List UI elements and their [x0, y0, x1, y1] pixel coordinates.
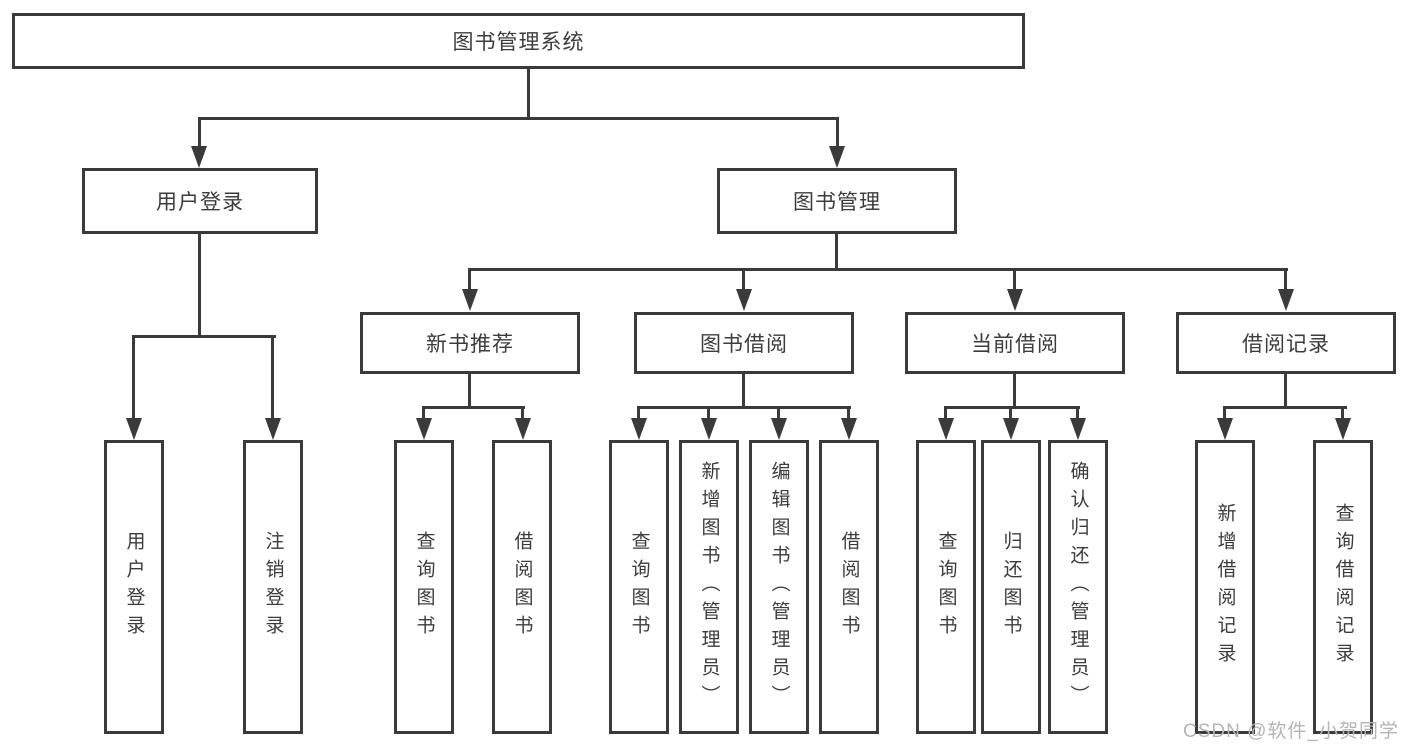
node-label: 图书管理 [793, 191, 881, 214]
connector-line [468, 268, 471, 292]
connector-line [468, 268, 1288, 271]
node-label: 图书借阅 [700, 333, 788, 356]
connector-line [707, 406, 710, 420]
arrowhead-down-icon [1003, 418, 1019, 440]
connector-line [637, 406, 851, 409]
node-root: 图书管理系统 [12, 13, 1025, 69]
connector-line [132, 335, 135, 420]
connector-line [777, 406, 780, 420]
leaf-query-books-recommend: 查询图书 [394, 440, 454, 734]
connector-line [835, 234, 838, 271]
arrowhead-down-icon [265, 418, 281, 440]
connector-line [944, 406, 947, 420]
node-label: 图书管理系统 [452, 31, 585, 54]
arrowhead-down-icon [938, 418, 954, 440]
node-label: 用户登录 [123, 531, 145, 643]
leaf-logout: 注销登录 [243, 440, 303, 734]
connector-line [1013, 374, 1016, 409]
leaf-query-books-borrow: 查询图书 [609, 440, 669, 734]
node-label: 用户登录 [156, 191, 244, 214]
connector-line [847, 406, 850, 420]
leaf-query-books-current: 查询图书 [916, 440, 976, 734]
connector-line [1076, 406, 1079, 420]
connector-line [742, 374, 745, 409]
leaf-add-borrow-record: 新增借阅记录 [1195, 440, 1255, 734]
connector-line [836, 117, 839, 148]
connector-line [468, 374, 471, 409]
connector-line [1284, 374, 1287, 409]
node-label: 注销登录 [262, 531, 284, 643]
connector-line [198, 234, 201, 338]
node-label: 编辑图书（管理员） [768, 461, 790, 713]
leaf-user-login: 用户登录 [104, 440, 164, 734]
connector-line [1013, 268, 1016, 292]
arrowhead-down-icon [1217, 418, 1233, 440]
node-label: 查询图书 [413, 531, 435, 643]
connector-line [1223, 406, 1226, 420]
node-label: 借阅记录 [1242, 333, 1330, 356]
csdn-watermark: CSDN @软件_小贺同学 [1183, 721, 1399, 742]
connector-line [1341, 406, 1344, 420]
arrowhead-down-icon [771, 418, 787, 440]
arrowhead-down-icon [126, 418, 142, 440]
node-label: 查询图书 [935, 531, 957, 643]
node-label: 查询图书 [628, 531, 650, 643]
leaf-borrow-books: 借阅图书 [819, 440, 879, 734]
node-new-book-recommend: 新书推荐 [360, 312, 580, 374]
connector-line [742, 268, 745, 292]
leaf-edit-book-admin: 编辑图书（管理员） [749, 440, 809, 734]
node-borrow-records: 借阅记录 [1176, 312, 1396, 374]
arrowhead-down-icon [462, 289, 478, 311]
arrowhead-down-icon [416, 418, 432, 440]
connector-line [1223, 406, 1347, 409]
node-label: 新增图书（管理员） [698, 461, 720, 713]
node-label: 借阅图书 [838, 531, 860, 643]
connector-line [944, 406, 1080, 409]
arrowhead-down-icon [736, 289, 752, 311]
leaf-add-book-admin: 新增图书（管理员） [679, 440, 739, 734]
connector-line [1009, 406, 1012, 420]
node-book-borrow: 图书借阅 [634, 312, 854, 374]
leaf-borrow-books-recommend: 借阅图书 [492, 440, 552, 734]
leaf-return-book: 归还图书 [981, 440, 1041, 734]
node-label: 确认归还（管理员） [1067, 461, 1089, 713]
connector-line [521, 406, 524, 420]
node-label: 借阅图书 [511, 531, 533, 643]
connector-line [132, 335, 276, 338]
node-current-borrow: 当前借阅 [905, 312, 1125, 374]
node-label: 新书推荐 [426, 333, 514, 356]
arrowhead-down-icon [841, 418, 857, 440]
leaf-query-borrow-record: 查询借阅记录 [1313, 440, 1373, 734]
leaf-confirm-return-admin: 确认归还（管理员） [1048, 440, 1108, 734]
node-label: 新增借阅记录 [1214, 503, 1236, 671]
arrowhead-down-icon [191, 146, 207, 168]
node-label: 查询借阅记录 [1332, 503, 1354, 671]
connector-line [198, 117, 839, 120]
connector-line [422, 406, 525, 409]
arrowhead-down-icon [515, 418, 531, 440]
arrowhead-down-icon [829, 146, 845, 168]
connector-line [527, 69, 530, 119]
arrowhead-down-icon [631, 418, 647, 440]
connector-line [198, 117, 201, 148]
connector-line [637, 406, 640, 420]
node-label: 归还图书 [1000, 531, 1022, 643]
arrowhead-down-icon [1007, 289, 1023, 311]
node-label: 当前借阅 [971, 333, 1059, 356]
arrowhead-down-icon [1335, 418, 1351, 440]
node-user-login: 用户登录 [82, 168, 318, 234]
arrowhead-down-icon [701, 418, 717, 440]
connector-line [422, 406, 425, 420]
connector-line [271, 335, 274, 420]
arrowhead-down-icon [1070, 418, 1086, 440]
arrowhead-down-icon [1278, 289, 1294, 311]
connector-line [1284, 268, 1287, 292]
node-book-management: 图书管理 [717, 168, 957, 234]
